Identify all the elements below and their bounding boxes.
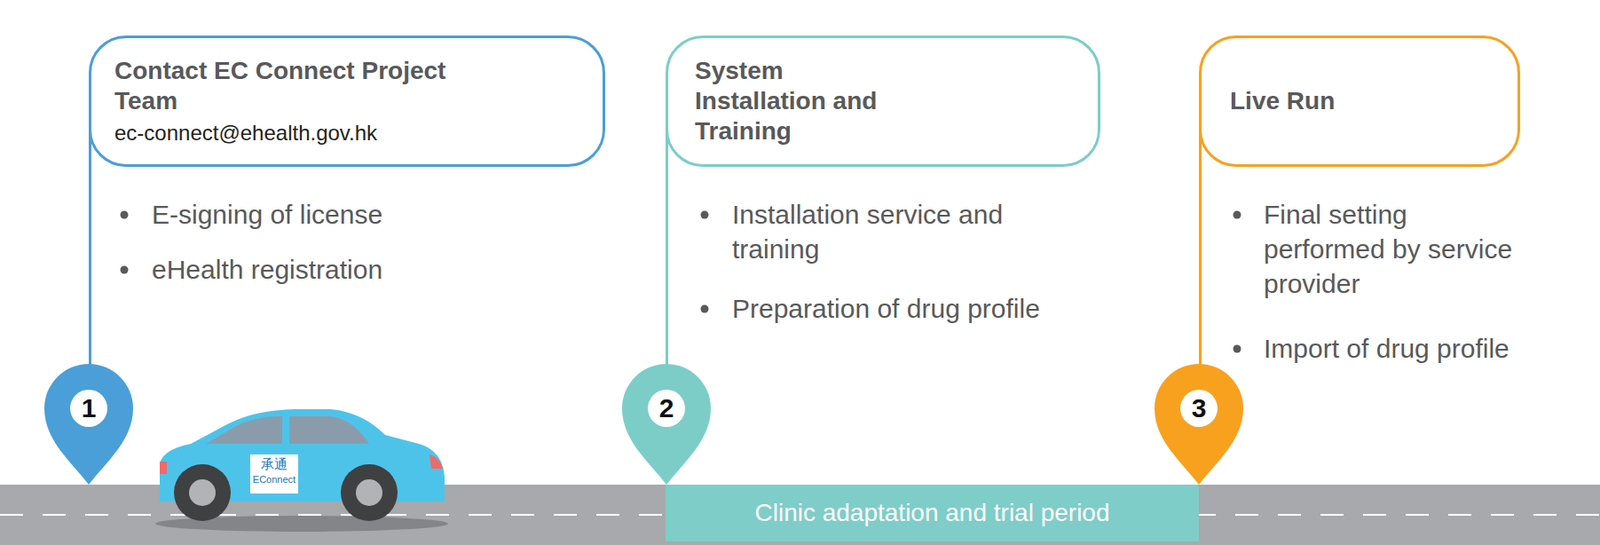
pin-body [1154,363,1244,485]
step-title: System Installation and Training [694,55,885,147]
bullet-item: Installation service and training [732,197,1088,267]
pin-body [622,363,711,485]
step-title: Live Run [1229,86,1385,117]
pin-shape [622,363,711,485]
car [155,409,449,532]
step-pin: 1 [44,363,134,485]
step-box: Contact EC Connect Project Teamec-connec… [88,35,606,167]
connector-line [1198,129,1202,365]
bullet-item: Preparation of drug profile [732,291,1141,326]
bullet-dot [120,211,129,220]
period-band: Clinic adaptation and trial period [665,484,1199,542]
callout-number: 2 [622,390,711,426]
bullet-dot [701,305,710,314]
connector-line [665,129,669,365]
step-title: Contact EC Connect Project Team [114,55,497,117]
bullet-dot [1233,211,1242,220]
step-pin: 3 [1154,363,1244,485]
bullet-dot [120,266,129,275]
step-box: Live Run [1198,35,1521,167]
pin-shape [1154,363,1244,485]
bullet-item: E-signing of license [151,197,578,232]
callout-number: 1 [44,390,134,426]
logo-text: 承通 [250,457,299,472]
pin-shape [44,363,134,485]
step-pin: 2 [622,363,711,485]
connector-line [88,129,92,365]
bullet-item: Import of drug profile [1263,331,1530,366]
bullet-dot [701,211,710,220]
bullet-item: eHealth registration [151,252,578,287]
logo-text: EConnect [250,474,299,486]
email-address: ec-connect@ehealth.gov.hk [114,118,497,147]
pin-body [44,363,134,485]
band-label: Clinic adaptation and trial period [754,498,1110,528]
callout-number: 3 [1154,390,1244,426]
bullet-item: Final setting performed by service provi… [1263,197,1530,301]
step-box: System Installation and Training [665,35,1101,167]
bullet-dot [1233,345,1242,354]
